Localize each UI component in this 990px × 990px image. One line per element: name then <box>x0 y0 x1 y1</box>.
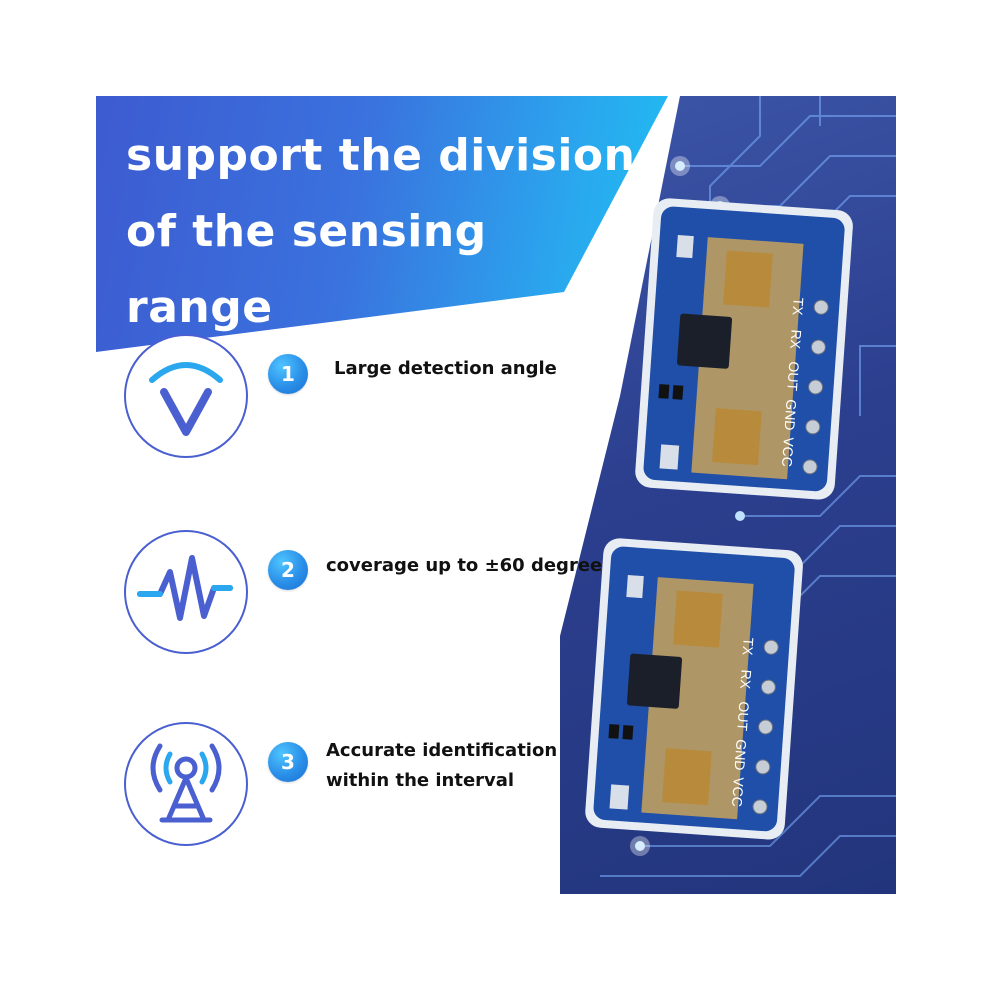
waveform-icon <box>124 530 248 654</box>
banner-title: support the division of the sensing rang… <box>126 118 646 346</box>
pin-label-out: OUT <box>734 701 752 732</box>
pin-label-vcc: VCC <box>779 437 797 468</box>
chip <box>626 653 683 709</box>
feature-number-badge-1: 1 <box>268 354 308 394</box>
chip <box>676 313 733 369</box>
pin-label-gnd: GND <box>782 399 800 431</box>
feature-number-badge-2: 2 <box>268 550 308 590</box>
feature-text-2: coverage up to ±60 degrees <box>326 551 613 581</box>
radar-sensor-module-2: TX RX OUT GND VCC <box>580 533 810 847</box>
banner-title-line-2: of the sensing range <box>126 206 487 333</box>
feature-text-2-line-1: coverage up to ±60 degrees <box>326 555 613 576</box>
detection-angle-icon <box>124 334 248 458</box>
feature-text-3-line-1: Accurate identification <box>326 740 558 761</box>
pin-label-rx: RX <box>787 329 804 350</box>
feature-number-badge-3: 3 <box>268 742 308 782</box>
pin-label-rx: RX <box>737 669 754 690</box>
pin-label-tx: TX <box>790 297 807 317</box>
banner-title-line-1: support the division <box>126 130 636 181</box>
feature-text-3-line-2: within the interval <box>326 770 515 791</box>
radio-tower-icon <box>124 722 248 846</box>
pin-label-vcc: VCC <box>729 777 747 808</box>
pin-label-out: OUT <box>784 361 802 392</box>
radar-sensor-module-1: TX RX OUT GND VCC <box>630 193 860 507</box>
feature-text-1: Large detection angle <box>334 354 557 384</box>
feature-text-1-line-1: Large detection angle <box>334 358 557 379</box>
pin-label-gnd: GND <box>732 739 750 771</box>
pin-label-tx: TX <box>740 637 757 657</box>
feature-text-3: Accurate identification within the inter… <box>326 736 557 796</box>
